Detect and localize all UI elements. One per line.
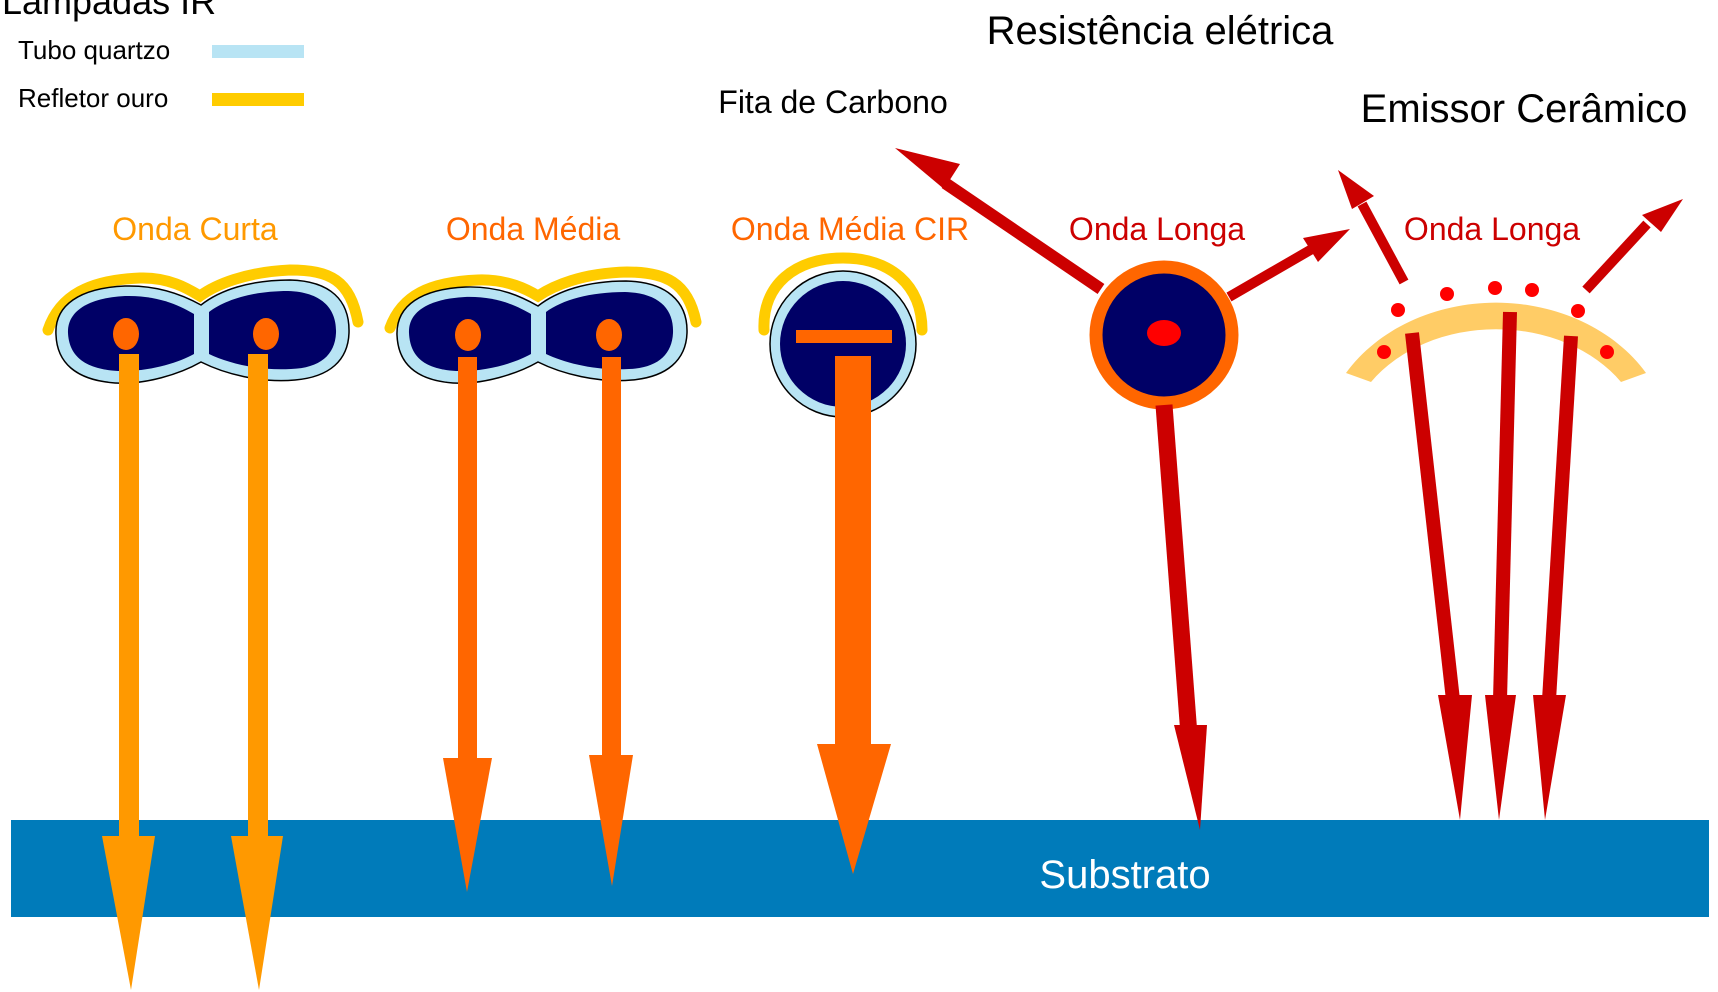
long-wave-carbon-emitter: [1089, 260, 1239, 410]
short-wave-arrow: [231, 354, 283, 990]
medium-wave-gold-reflector: [384, 266, 702, 334]
ceramic-dot: [1571, 304, 1585, 318]
short-wave-filament-left: [113, 318, 139, 350]
ceramic-arrow-up-left: [1338, 170, 1409, 285]
ceramic-arc-body: [1346, 302, 1646, 382]
medium-wave-arrow: [443, 357, 492, 892]
legend-title: Lampadas IR: [2, 0, 216, 22]
short-wave-filament-right: [253, 318, 279, 350]
emitter-label-long-wave-2: Onda Longa: [1404, 211, 1580, 247]
long-wave-ceramic-emitter: [1346, 281, 1646, 382]
medium-wave-lamp: [384, 266, 702, 384]
legend-item-gold-label: Refletor ouro: [18, 83, 168, 113]
ceramic-title: Emissor Cerâmico: [1361, 87, 1688, 131]
short-wave-gold-reflector: [42, 264, 364, 336]
carbon-label: Fita de Carbono: [718, 84, 947, 120]
resistance-title: Resistência elétrica: [987, 9, 1335, 53]
ceramic-dot: [1525, 283, 1539, 297]
emitter-label-short-wave: Onda Curta: [112, 211, 278, 247]
substrate-label: Substrato: [1039, 853, 1210, 897]
medium-wave-cir-gold-reflector: [758, 252, 928, 336]
medium-wave-cir-filament: [796, 330, 892, 343]
ceramic-arrow-up-right: [1582, 199, 1683, 294]
legend-item-quartz-label: Tubo quartzo: [18, 35, 170, 65]
medium-wave-cir-lamp: [758, 252, 928, 418]
ceramic-dot: [1600, 345, 1614, 359]
ceramic-dot: [1377, 345, 1391, 359]
legend-item-gold-swatch: [212, 93, 304, 106]
medium-wave-cir-arrow: [817, 356, 891, 874]
emitter-label-long-wave-1: Onda Longa: [1069, 211, 1245, 247]
medium-wave-filament-right: [596, 319, 622, 351]
long-wave-arrow-up-left: [895, 148, 1105, 294]
long-wave-arrow-down: [1155, 404, 1207, 830]
medium-wave-filament-left: [455, 319, 481, 351]
ceramic-dot: [1440, 287, 1454, 301]
emitter-label-medium-wave: Onda Média: [446, 211, 621, 247]
ceramic-arrow-down: [1485, 311, 1517, 820]
short-wave-arrow: [102, 354, 155, 990]
short-wave-lamp: [42, 264, 364, 384]
medium-wave-arrow: [589, 357, 633, 886]
ceramic-arrow-down: [1533, 335, 1578, 820]
long-wave-arrow-up-right: [1226, 229, 1350, 302]
ceramic-dot: [1391, 303, 1405, 317]
emitter-label-medium-wave-cir: Onda Média CIR: [731, 211, 969, 247]
ceramic-dot: [1488, 281, 1502, 295]
ceramic-arrow-down: [1405, 332, 1472, 820]
long-wave-carbon-core: [1147, 320, 1181, 346]
legend-item-quartz-swatch: [212, 45, 304, 58]
medium-wave-cir-lamp-body: [780, 281, 906, 407]
